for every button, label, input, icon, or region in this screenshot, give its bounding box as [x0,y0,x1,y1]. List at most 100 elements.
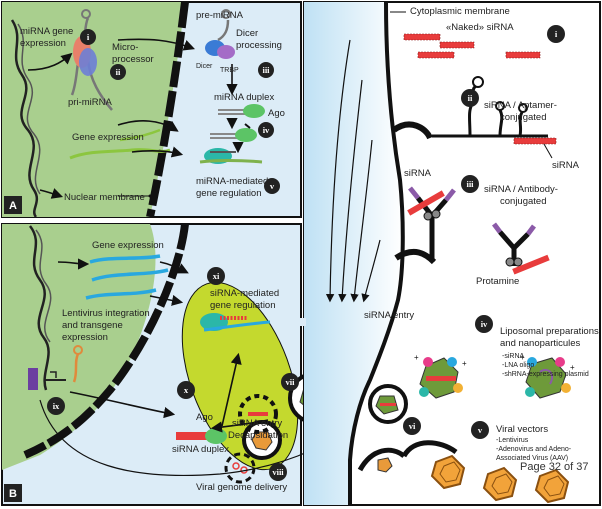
svg-text:+: + [520,353,525,362]
aptamer-conjugate [392,76,557,159]
cytoplasmic-membrane [348,1,405,505]
numeral-x: x [177,381,195,399]
numeral-i-right: i [547,25,565,43]
panel-b: Gene expression Lentivirus integration a… [1,223,340,506]
svg-text:iii: iii [466,179,474,189]
arrows-a [27,38,244,199]
protamine-label: Protamine [476,276,519,287]
svg-text:+: + [414,353,419,362]
svg-text:vii: vii [286,377,296,387]
svg-text:i: i [555,29,558,39]
pre-mirna [205,9,235,59]
viral-item-2: -Adenovirus and Adeno- [496,446,572,453]
page-indicator: Page 32 of 37 [520,461,589,473]
cytoplasmic-membrane-label: Cytoplasmic membrane [410,6,510,17]
numeral-ii-right: ii [461,89,479,107]
mirna-duplex-group [210,104,265,142]
ago-label-a: Ago [268,108,285,119]
mirna-gene-expression-label: miRNA gene expression [20,26,76,49]
dicer-label: Dicer [196,63,213,70]
numeral-iii-right: iii [461,175,479,193]
svg-text:+: + [570,363,575,372]
liposomal-label: Liposomal preparations and nanoparticule… [500,326,601,349]
svg-text:ix: ix [53,401,60,411]
liposome-1: ++ [414,353,467,399]
cytoplasm [304,2,403,505]
svg-text:ii: ii [116,67,121,77]
svg-text:viii: viii [272,467,284,477]
decapsidation-ring [238,394,278,434]
panel-label-b: B [4,484,22,502]
mirna-regulation [199,148,263,164]
svg-text:v: v [478,425,483,435]
viral-genome-path [39,399,313,477]
antibody-label: siRNA / Antibody- conjugated [484,184,561,207]
nuclear-membrane-a [146,1,189,218]
svg-text:ii: ii [468,93,473,103]
arrows-b [57,258,269,433]
numeral-iv-a: iv [258,122,274,138]
dna-strand-a [10,19,39,218]
naked-sirna [403,33,541,59]
svg-text:+: + [462,359,467,368]
mirna-duplex-label: miRNA duplex [214,92,274,103]
viral-vectors [430,454,570,504]
lipo-item-1: -siRNA [502,353,524,360]
numeral-v-a: v [264,178,280,194]
lentivirus-construct [28,345,83,390]
numeral-ix: ix [47,397,65,415]
lipo-item-2: -LNA oligo [502,362,534,369]
svg-text:B: B [9,488,17,500]
svg-text:vi: vi [409,421,416,431]
aptamer-label: siRNA / Aptamer- conjugated [484,100,560,123]
numeral-v-right: v [471,421,489,439]
viral-vectors-label: Viral vectors [496,424,548,435]
numeral-xi: xi [207,267,225,285]
pri-mirna [70,9,113,111]
numeral-iii-a: iii [258,62,274,78]
pri-mirna-label: pri-miRNA [68,97,112,108]
sirna-label-antibody: siRNA [404,168,432,179]
svg-text:iv: iv [263,125,270,135]
sirna-entry-label-right: siRNA entry [364,310,414,321]
numeral-vi: vi [403,417,421,435]
liposome-2: ++ [520,353,575,399]
endosome-viii [224,420,282,484]
dna-strand-b [28,225,50,391]
panel-a: miRNA gene expression Micro- processor p… [1,1,302,218]
svg-text:v: v [270,181,275,191]
trbp-label: TRBP [220,67,239,74]
viral-item-3: Associated Virus (AAV) [496,455,568,462]
svg-text:i: i [87,32,90,42]
transcripts-b [85,254,169,300]
entry-arrows [325,39,381,303]
antibody-conjugate [394,186,550,275]
svg-text:iii: iii [262,65,270,75]
svg-text:A: A [9,200,17,212]
viral-item-1: -Lentivirus [496,437,529,444]
numeral-iv-right: iv [475,315,493,333]
svg-text:xi: xi [213,271,220,281]
nucleus-a [2,2,185,217]
nuclear-membrane-label: Nuclear membrane [64,192,145,203]
sirna-duplex-label: siRNA duplex [172,444,229,455]
lipo-item-3: -shRNA-expressing plasmid [502,371,589,378]
numeral-vii: vii [281,373,299,391]
sirna-mediated-label: siRNA-mediated gene regulation [210,288,282,311]
cell-panel: siRNA entry «Naked» siRNA siRNA / Aptame… [303,1,601,506]
svg-text:x: x [184,385,189,395]
microprocessor-label: Micro- processor [112,42,154,65]
sirna-label-aptamer: siRNA [552,160,580,171]
numeral-ii-a: ii [110,64,126,80]
ago-label-b: Ago [196,412,213,423]
panel-label-a: A [4,196,22,214]
numeral-viii: viii [269,463,287,481]
gene-expression-label-b: Gene expression [92,240,164,251]
sirna-entry-decapsidation-label: siRNA entry Decapsidation [228,418,288,441]
svg-text:iv: iv [481,319,488,329]
viral-genome-delivery-label: Viral genome delivery [196,482,287,493]
dicer-processing-label: Dicer processing [236,28,282,51]
trbp-protein [217,45,235,59]
pre-mirna-label: pre-miRNA [196,10,244,21]
